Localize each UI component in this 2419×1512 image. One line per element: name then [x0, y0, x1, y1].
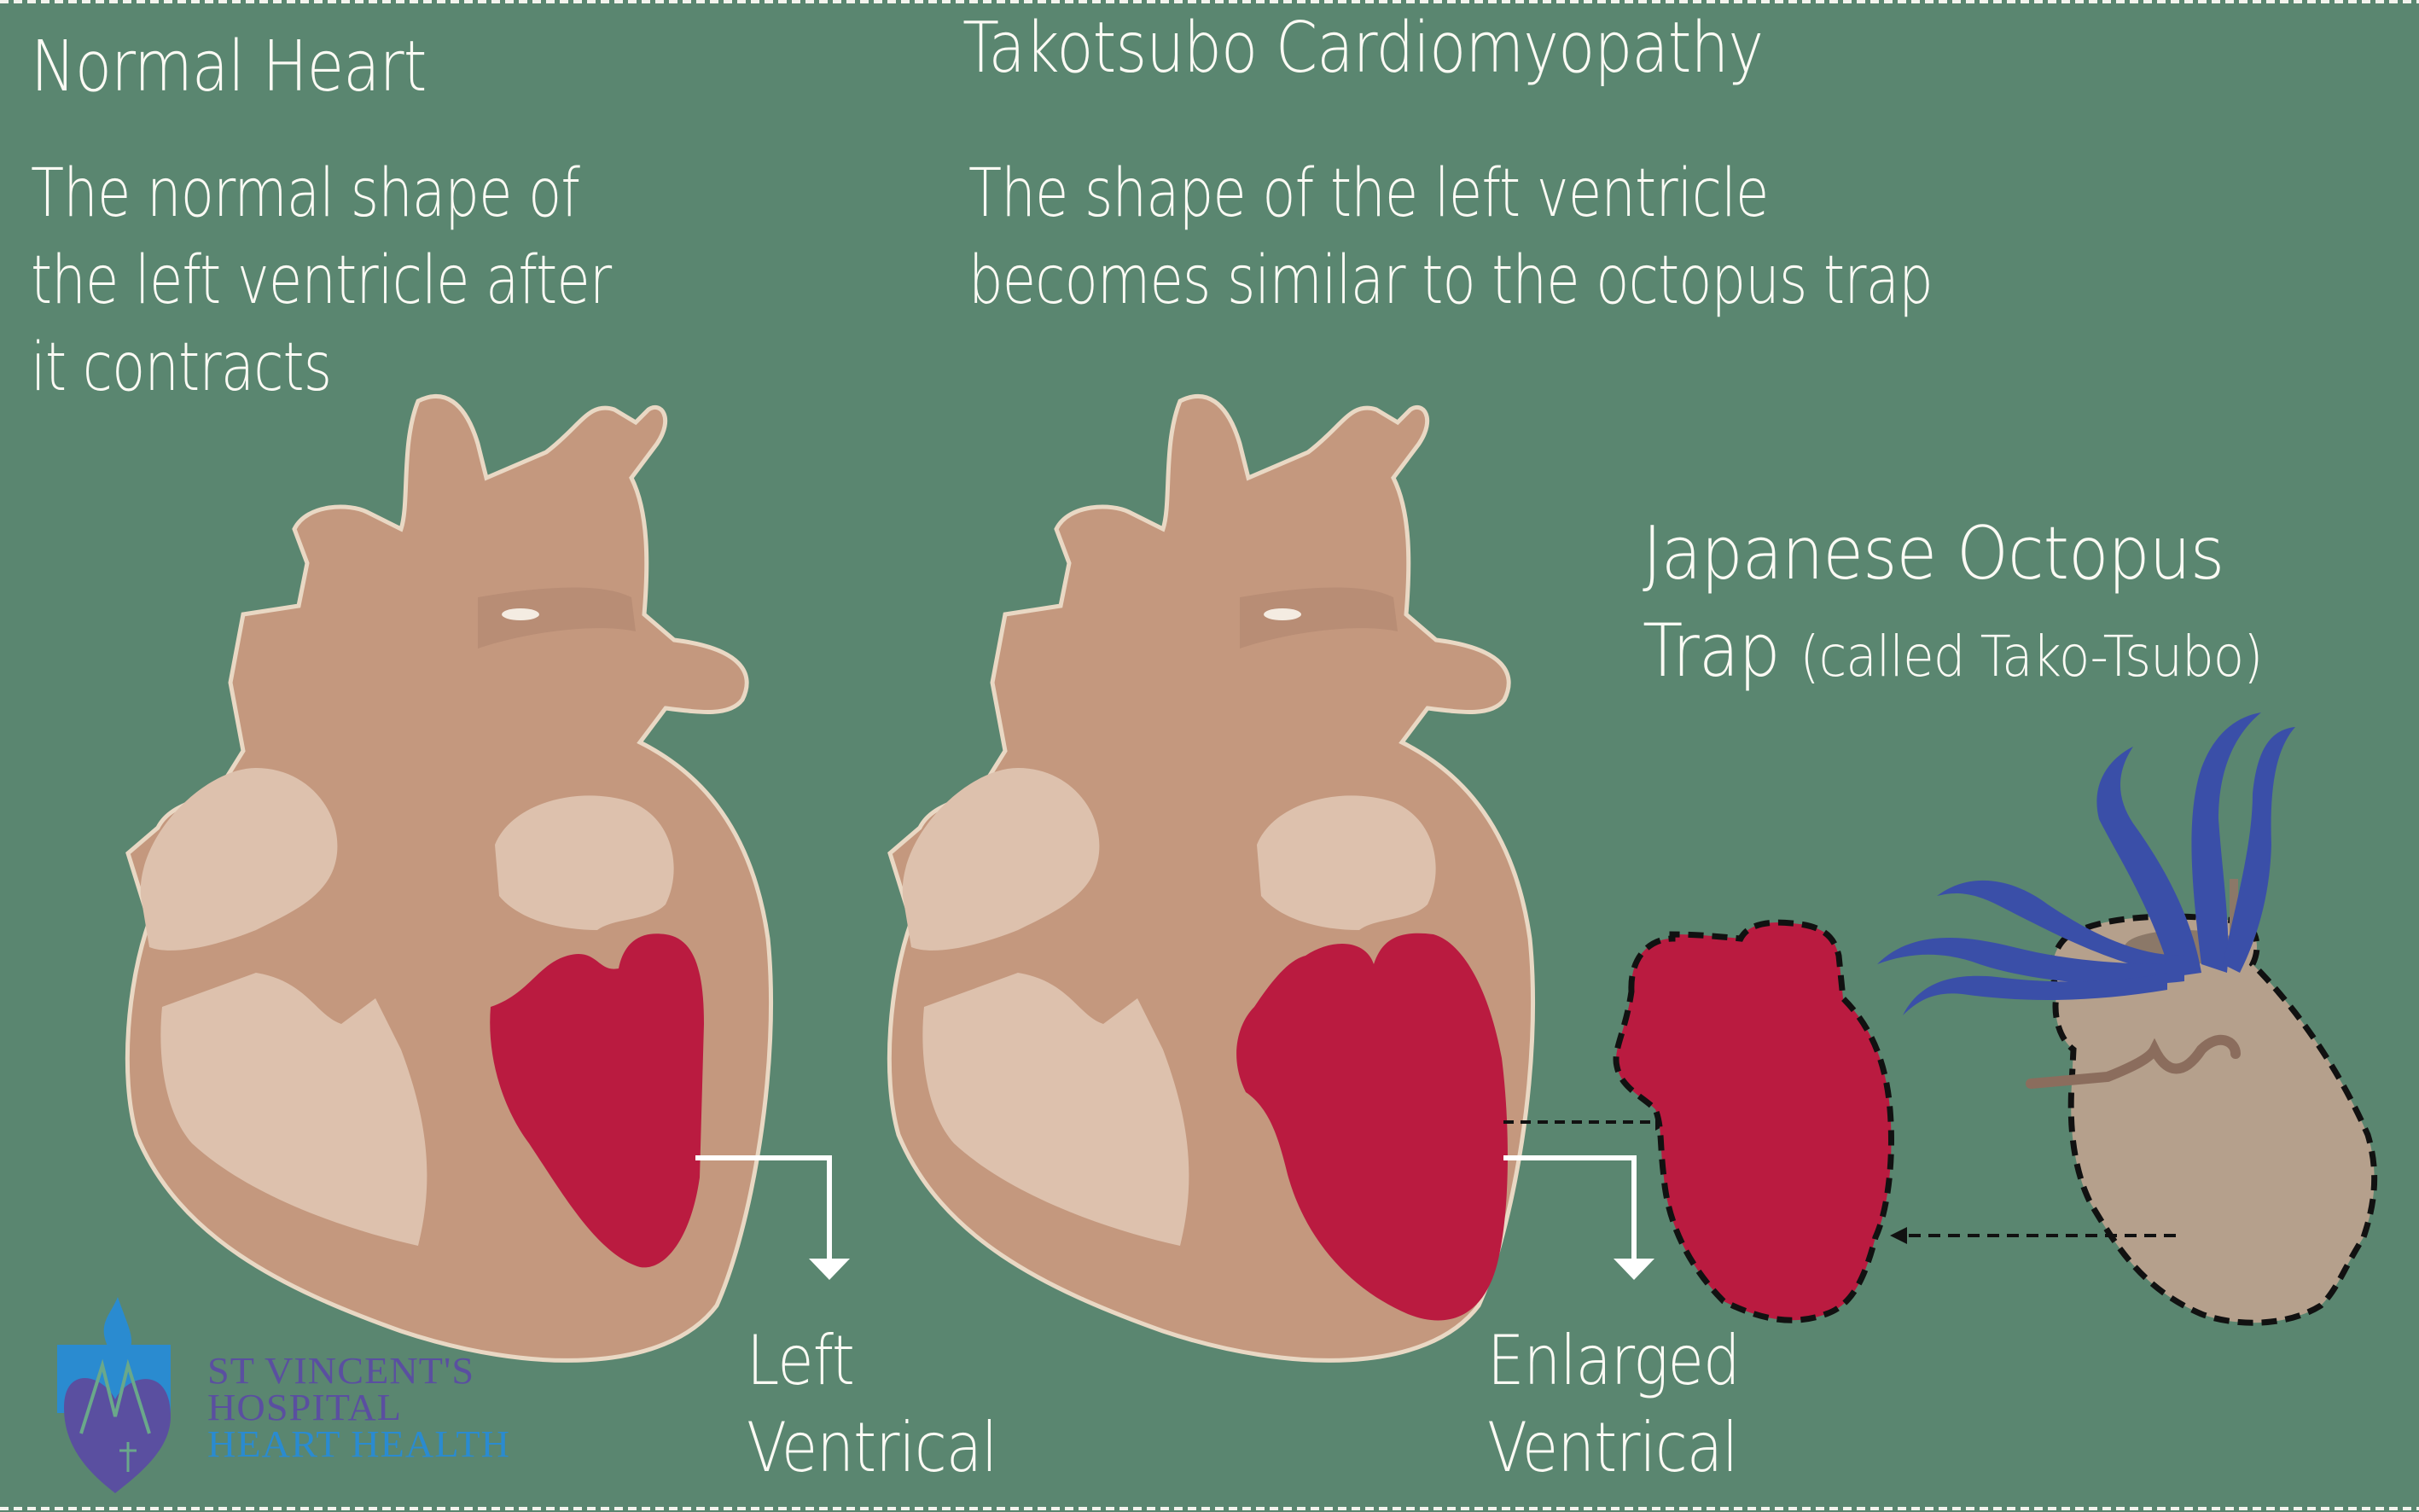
enlarged-left-ventricle	[1236, 933, 1508, 1321]
bottom-dashed-border	[0, 1507, 2419, 1510]
logo-text-line-1: ST VINCENT'S	[207, 1350, 475, 1392]
octopus-tentacles	[1877, 712, 2295, 1015]
normal-desc-line-3: it contracts	[31, 329, 332, 406]
normal-desc-line-2: the left ventricle after	[31, 242, 612, 319]
pot-rope	[2026, 1034, 2241, 1089]
enlarged-ventricle-label-line-2: Ventrical	[1487, 1408, 1738, 1487]
octopus-trap-title-line-2: Trap (called Tako-Tsubo)	[1643, 614, 2263, 689]
top-dashed-border	[0, 0, 2419, 3]
normal-left-ventricle	[490, 933, 704, 1268]
octopus-trap-title-note: (called Tako-Tsubo)	[1800, 624, 2263, 689]
enlarged-ventricle-pointer	[1503, 1155, 1637, 1259]
arrow-left-icon	[1890, 1227, 1907, 1244]
enlarged-ventricle-label-line-1: Enlarged	[1487, 1321, 1741, 1400]
takotsubo-desc-line-2: becomes similar to the octopus trap	[968, 242, 1933, 319]
normal-desc-line-1: The normal shape of	[31, 155, 580, 232]
logo-text-line-2: HOSPITAL	[207, 1387, 403, 1428]
octopus-trap-title-line-1: Japanese Octopus	[1643, 511, 2224, 596]
takotsubo-desc-line-1: The shape of the left ventricle	[968, 155, 1769, 232]
enlarged-ventricle-outline	[1613, 919, 1894, 1323]
left-ventricle-label-line-2: Ventrical	[747, 1408, 997, 1487]
heart-shield-flame-icon	[57, 1297, 171, 1493]
arrow-down-icon	[809, 1259, 850, 1280]
normal-heart-title: Normal Heart	[31, 26, 427, 108]
octopus-trap-title-main: Trap	[1643, 608, 1781, 694]
left-ventricle-label-line-1: Left	[747, 1321, 855, 1400]
logo-text-line-3: HEART HEALTH	[207, 1423, 511, 1465]
normal-ventricle-pointer	[695, 1155, 832, 1259]
octopus-pot	[2049, 913, 2378, 1326]
takotsubo-title: Takotsubo Cardiomyopathy	[962, 8, 1764, 89]
arrow-down-icon	[1614, 1259, 1654, 1280]
